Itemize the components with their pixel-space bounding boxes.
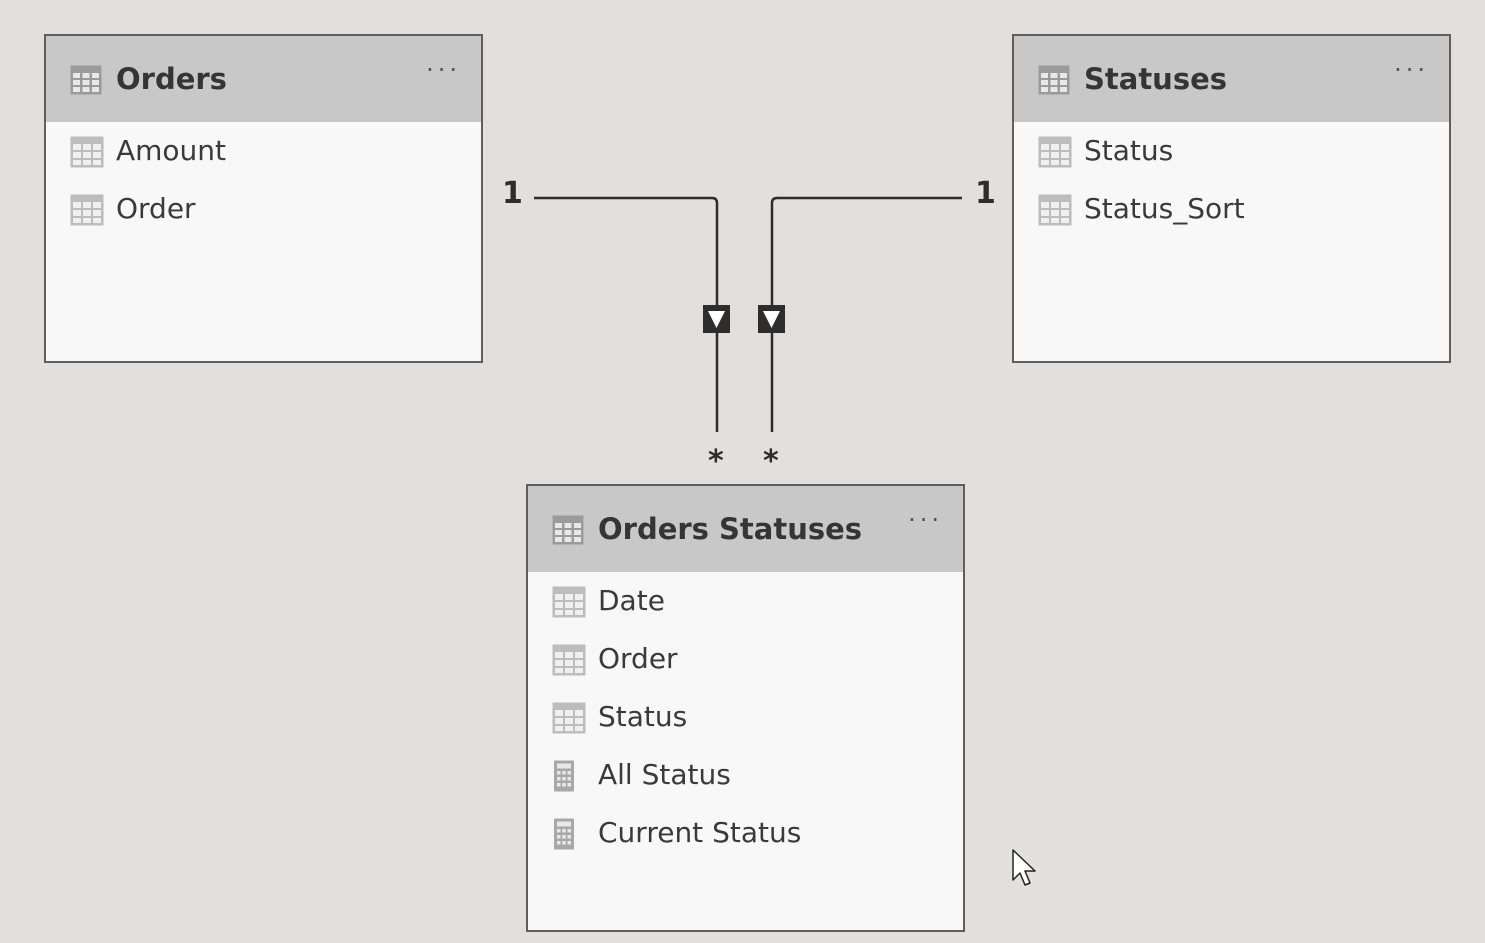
field-row-amount[interactable]: Amount (46, 126, 481, 184)
field-label: Status_Sort (1084, 192, 1245, 225)
field-label: Status (1084, 134, 1174, 167)
cardinality-one-label: 1 (502, 176, 523, 211)
filter-direction-arrow-icon (758, 305, 785, 333)
table-title: Orders Statuses (598, 512, 863, 546)
table-card-orders-statuses[interactable]: Orders Statuses ··· Date Order (526, 484, 965, 932)
cardinality-many-label: * (763, 444, 779, 479)
field-row-date[interactable]: Date (528, 576, 963, 634)
table-header[interactable]: Statuses ··· (1014, 36, 1449, 122)
column-icon (552, 586, 586, 618)
table-title: Orders (116, 62, 227, 96)
table-card-orders[interactable]: Orders ··· Amount Order (44, 34, 483, 363)
field-row-order[interactable]: Order (46, 184, 481, 242)
more-options-icon[interactable]: ··· (1394, 56, 1429, 84)
field-label: Current Status (598, 816, 802, 849)
field-label: All Status (598, 758, 731, 791)
field-row-status[interactable]: Status (1014, 126, 1449, 184)
column-icon (552, 644, 586, 676)
relationship-line-statuses[interactable] (770, 196, 962, 432)
field-row-order[interactable]: Order (528, 634, 963, 692)
table-icon (552, 515, 584, 545)
table-header[interactable]: Orders ··· (46, 36, 481, 122)
field-row-status[interactable]: Status (528, 692, 963, 750)
table-icon (70, 65, 102, 95)
field-row-current-status[interactable]: Current Status (528, 808, 963, 866)
column-icon (1038, 136, 1072, 168)
field-row-all-status[interactable]: All Status (528, 750, 963, 808)
field-label: Amount (116, 134, 227, 167)
more-options-icon[interactable]: ··· (426, 56, 461, 84)
cardinality-many-label: * (708, 444, 724, 479)
column-icon (70, 136, 104, 168)
field-label: Order (116, 192, 196, 225)
measure-icon (554, 760, 574, 792)
more-options-icon[interactable]: ··· (908, 506, 943, 534)
relationship-line-orders[interactable] (534, 196, 719, 432)
field-list: Amount Order (46, 122, 481, 242)
table-header[interactable]: Orders Statuses ··· (528, 486, 963, 572)
field-row-status-sort[interactable]: Status_Sort (1014, 184, 1449, 242)
table-title: Statuses (1084, 62, 1228, 96)
mouse-cursor-icon (1012, 849, 1036, 886)
field-label: Order (598, 642, 678, 675)
field-label: Status (598, 700, 688, 733)
table-card-statuses[interactable]: Statuses ··· Status Status_Sort (1012, 34, 1451, 363)
filter-direction-arrow-icon (703, 305, 730, 333)
table-icon (1038, 65, 1070, 95)
field-label: Date (598, 584, 665, 617)
measure-icon (554, 818, 574, 850)
field-list: Status Status_Sort (1014, 122, 1449, 242)
column-icon (70, 194, 104, 226)
cardinality-one-label: 1 (975, 176, 996, 211)
column-icon (1038, 194, 1072, 226)
field-list: Date Order Status (528, 572, 963, 866)
column-icon (552, 702, 586, 734)
